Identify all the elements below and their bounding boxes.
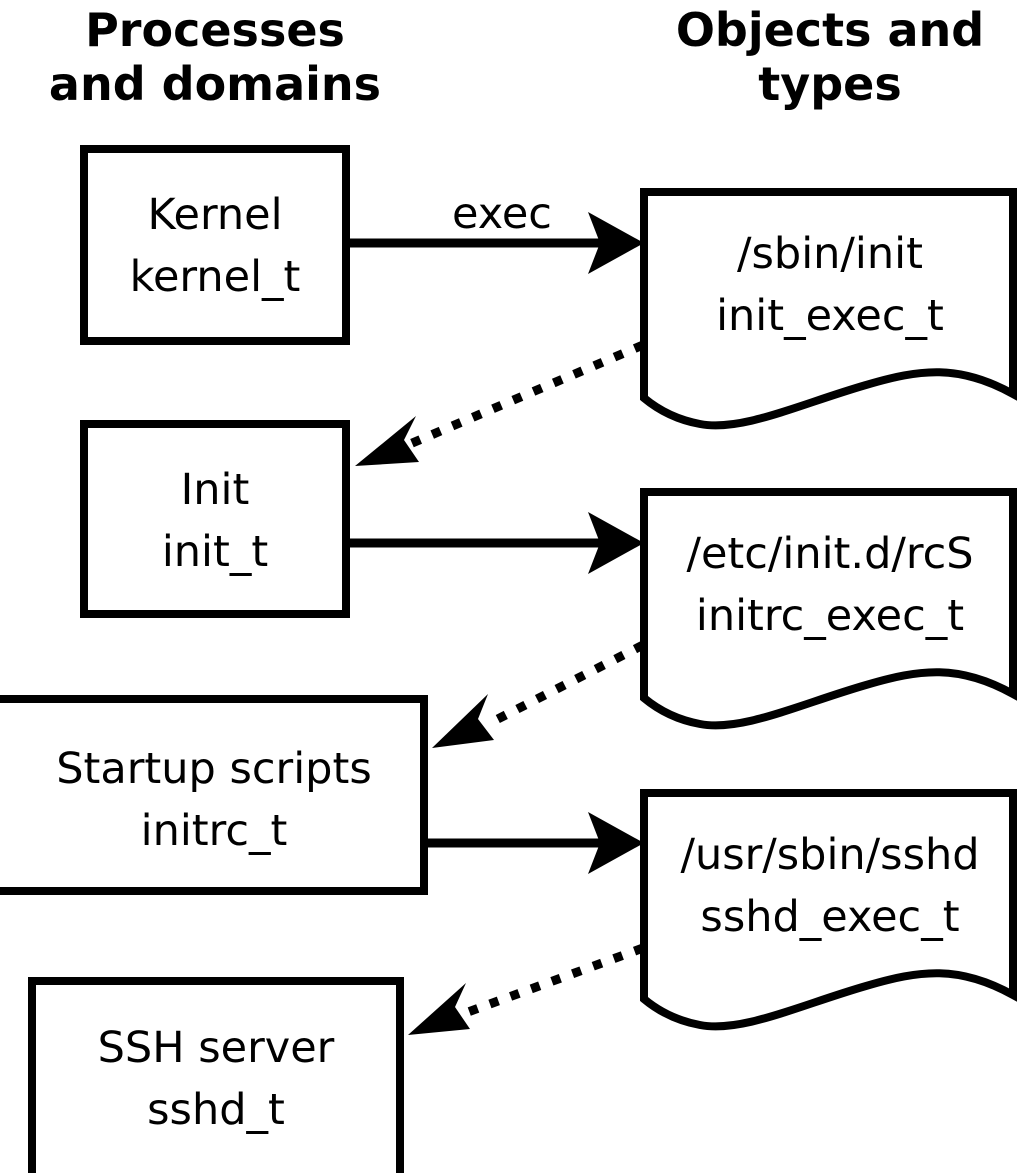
arrowhead-init-exec (588, 512, 644, 574)
process-box-sshd[interactable] (28, 977, 404, 1173)
edge-initrc_exec-transition-initrc (432, 640, 646, 748)
process-box-kernel[interactable] (80, 145, 350, 345)
edge-kernel-exec-init_exec: exec (348, 189, 644, 274)
arrowhead-initrc_exec-transition (432, 694, 494, 748)
process-box-initrc[interactable] (0, 695, 428, 895)
process-label-kernel-line1: Kernel (147, 190, 282, 240)
column-title-processes: Processes and domains (49, 3, 381, 111)
object-label-initrc_exec-line1: /etc/init.d/rcS (686, 529, 973, 579)
process-node-initrc[interactable]: Startup scripts initrc_t (0, 695, 428, 895)
object-node-init_exec[interactable]: /sbin/init init_exec_t (640, 188, 1017, 430)
column-title-processes-line1: Processes (85, 3, 345, 57)
edge-label-exec: exec (452, 189, 552, 239)
process-label-sshd-line2: sshd_t (147, 1085, 285, 1135)
column-title-processes-line2: and domains (49, 57, 381, 111)
arrowhead-initrc-exec (588, 812, 644, 874)
edge-init_exec-transition-init (355, 340, 645, 466)
arrowhead-sshd_exec-transition (408, 983, 470, 1035)
arrowhead-init_exec-transition (355, 416, 419, 466)
process-node-sshd[interactable]: SSH server sshd_t (28, 977, 404, 1173)
object-document-init_exec[interactable] (640, 188, 1017, 430)
process-box-init[interactable] (80, 420, 350, 618)
process-label-initrc-line1: Startup scripts (56, 744, 372, 794)
object-document-sshd_exec[interactable] (640, 789, 1017, 1031)
object-label-sshd_exec-line1: /usr/sbin/sshd (680, 830, 979, 880)
edge-initrc-exec-sshd_exec (426, 812, 644, 874)
process-label-initrc-line2: initrc_t (141, 806, 288, 856)
process-label-init-line2: init_t (162, 527, 268, 577)
object-node-initrc_exec[interactable]: /etc/init.d/rcS initrc_exec_t (640, 488, 1017, 730)
object-label-init_exec-line1: /sbin/init (737, 229, 923, 279)
edge-line-initrc_exec-transition (487, 640, 646, 728)
edge-init-exec-initrc_exec (348, 512, 644, 574)
object-document-initrc_exec[interactable] (640, 488, 1017, 730)
column-title-objects: Objects and types (676, 3, 984, 111)
process-label-sshd-line1: SSH server (98, 1023, 335, 1073)
object-label-init_exec-line2: init_exec_t (716, 291, 944, 341)
process-label-init-line1: Init (181, 465, 250, 515)
edge-line-init_exec-transition (408, 340, 645, 449)
column-title-objects-line1: Objects and (676, 3, 984, 57)
column-title-objects-line2: types (758, 57, 901, 111)
edge-sshd_exec-transition-sshd (408, 943, 645, 1035)
arrowhead-kernel-exec (588, 212, 644, 274)
object-label-sshd_exec-line2: sshd_exec_t (700, 892, 959, 942)
process-node-kernel[interactable]: Kernel kernel_t (80, 145, 350, 345)
object-node-sshd_exec[interactable]: /usr/sbin/sshd sshd_exec_t (640, 789, 1017, 1031)
process-node-init[interactable]: Init init_t (80, 420, 350, 618)
edge-line-sshd_exec-transition (466, 943, 645, 1017)
object-label-initrc_exec-line2: initrc_exec_t (696, 591, 964, 641)
process-label-kernel-line2: kernel_t (130, 252, 301, 302)
